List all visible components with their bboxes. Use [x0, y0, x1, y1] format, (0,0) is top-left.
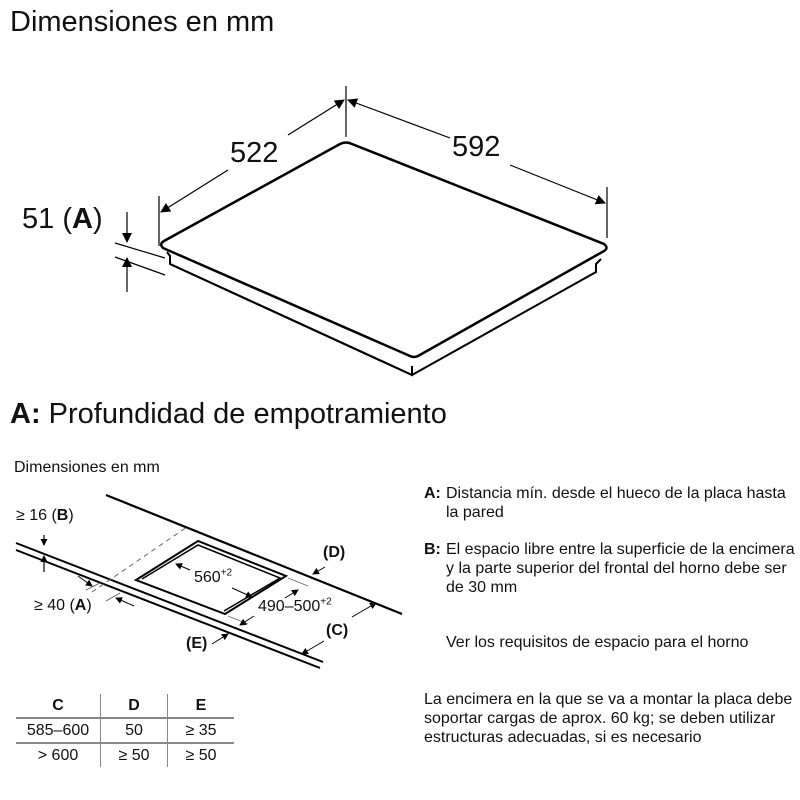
height-dimension-label: 51 (A)	[22, 203, 103, 235]
table-row: 585–600 50 ≥ 35	[16, 718, 234, 744]
note-b: B: El espacio libre entre la superficie …	[424, 541, 795, 596]
width-dimension-label: 592	[452, 131, 501, 163]
d-label: (D)	[323, 544, 346, 561]
note-a: A: Distancia mín. desde el hueco de la p…	[424, 485, 786, 521]
cutout-subtitle: Dimensiones en mm	[14, 459, 160, 476]
table-cell: ≥ 50	[167, 743, 234, 767]
table-cell: > 600	[37, 746, 79, 764]
note-oven: Ver los requisitos de espacio para el ho…	[446, 634, 749, 651]
e-label: (E)	[186, 635, 208, 652]
depth-dimension-label: 522	[230, 137, 279, 169]
cutout-width-label: 560+2	[194, 567, 233, 586]
clearance-table: C D E 585–600 50 ≥ 35 > 600 ≥ 50 ≥ 50	[16, 694, 234, 767]
page-title: Dimensiones en mm	[10, 6, 275, 38]
cutout-depth-label: 490–500+2	[258, 596, 332, 615]
header-e: E	[167, 694, 234, 719]
b-clearance-label: ≥ 16 (B)	[16, 507, 74, 524]
table-cell: ≥ 35	[167, 718, 234, 744]
table-cell: 50	[100, 718, 168, 744]
header-d: D	[100, 694, 168, 719]
cooktop-dimension-drawing	[114, 86, 608, 377]
a-clearance-label: ≥ 40 (A)	[34, 597, 92, 614]
table-cell: ≥ 50	[100, 743, 168, 767]
table-cell: 585–600	[16, 718, 101, 744]
table-row: > 600 ≥ 50 ≥ 50	[16, 743, 234, 767]
table-header-row: C D E	[16, 694, 234, 719]
header-c: C	[16, 694, 101, 719]
c-label: (C)	[326, 622, 349, 639]
cooktop-top-outline	[160, 141, 608, 359]
note-load: La encimera en la que se va a montar la …	[424, 691, 793, 746]
section-title: A: Profundidad de empotramiento	[10, 398, 447, 430]
